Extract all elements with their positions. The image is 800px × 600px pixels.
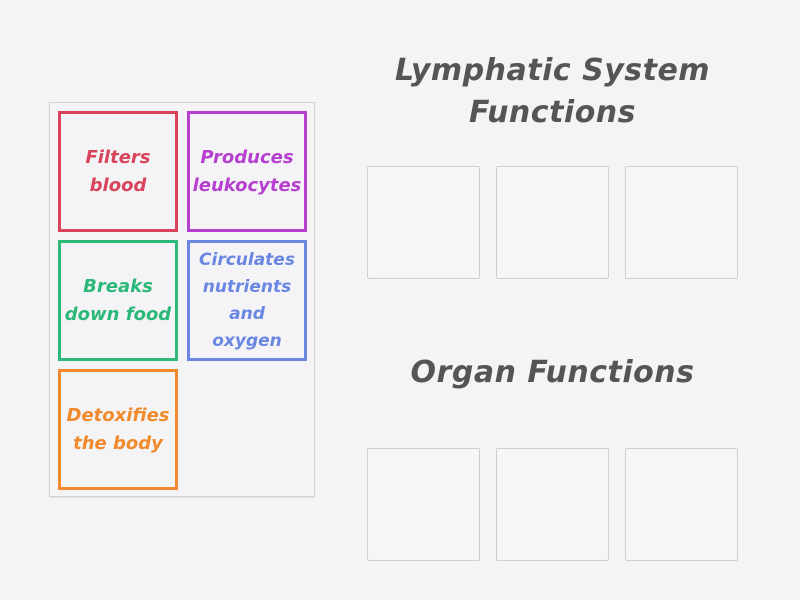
card-label: Produces leukocytes	[192, 146, 302, 196]
card-label: Detoxifies the body	[66, 404, 170, 454]
drop-slot-organ-2[interactable]	[496, 448, 609, 561]
card-filters-blood[interactable]: Filters blood	[58, 111, 178, 232]
group-title-organ: Organ Functions	[410, 355, 695, 390]
drop-slot-organ-1[interactable]	[367, 448, 480, 561]
drop-slot-lymphatic-1[interactable]	[367, 166, 480, 279]
card-circulates-nutrients[interactable]: Circulates nutrients and oxygen	[187, 240, 307, 361]
card-breaks-down-food[interactable]: Breaks down food	[58, 240, 178, 361]
card-label: Breaks down food	[64, 275, 172, 325]
drop-slot-lymphatic-2[interactable]	[496, 166, 609, 279]
card-detoxifies-body[interactable]: Detoxifies the body	[58, 369, 178, 490]
card-tray: Filters blood Produces leukocytes Breaks…	[49, 102, 315, 497]
drop-slot-lymphatic-3[interactable]	[625, 166, 738, 279]
card-label: Filters blood	[85, 146, 151, 196]
card-label: Circulates nutrients and oxygen	[199, 249, 295, 351]
card-produces-leukocytes[interactable]: Produces leukocytes	[187, 111, 307, 232]
group-title-lymphatic: Lymphatic System Functions	[394, 53, 711, 130]
drop-slot-organ-3[interactable]	[625, 448, 738, 561]
